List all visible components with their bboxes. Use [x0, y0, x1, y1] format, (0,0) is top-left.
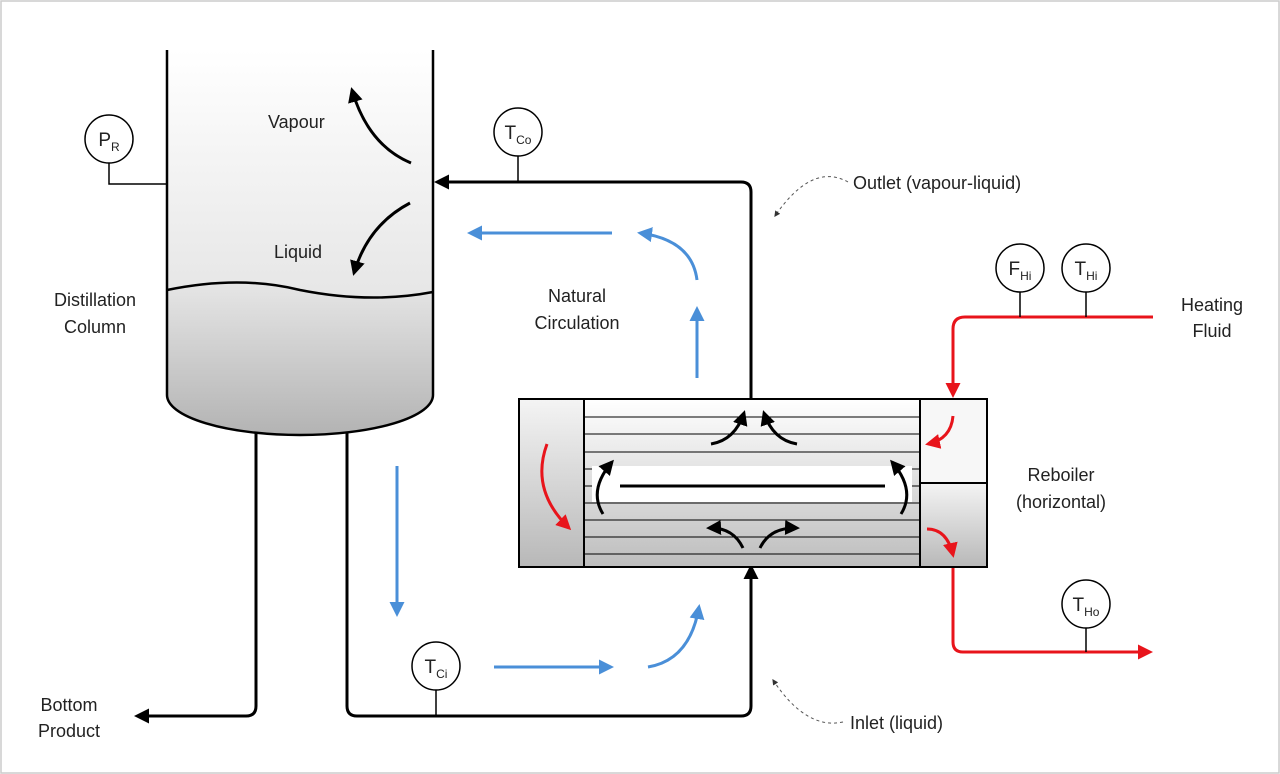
pr-tie-line [108, 160, 167, 185]
heating-fluid-outlet-line [951, 567, 1153, 660]
internal-top-right-arrow [760, 410, 798, 446]
outlet-label: Outlet (vapour-liquid) [853, 173, 1021, 193]
blue-curve-left-arrow [637, 227, 699, 281]
natural-circulation-label-line2: Circulation [534, 313, 619, 333]
svg-text:PR: PR [98, 130, 120, 154]
instrument-tci: TCi [411, 641, 461, 691]
column-upper-body [167, 50, 433, 298]
internal-right-loop-arrow [890, 459, 909, 515]
column-shell [165, 50, 435, 437]
internal-left-loop-arrow [595, 459, 614, 515]
liquid-level-line [166, 281, 434, 299]
bottom-product-line [134, 433, 258, 724]
natural-circulation-arrows [389, 225, 705, 675]
red-right-head-bottom-arrow [926, 527, 958, 558]
heating-fluid-label-line2: Fluid [1192, 321, 1231, 341]
internal-top-left-arrow [710, 410, 748, 446]
reboiler-outlet-line [434, 174, 753, 399]
reboiler-label-line2: (horizontal) [1016, 492, 1106, 512]
red-left-head-arrow [540, 443, 572, 531]
blue-curve-up-arrow [647, 604, 705, 669]
reboiler-left-head [518, 398, 585, 568]
heating-fluid-inlet-line [945, 315, 1153, 398]
instrument-tho: THo [1061, 579, 1111, 629]
svg-text:THi: THi [1075, 259, 1098, 283]
instrument-pr: PR [84, 114, 134, 164]
svg-text:FHi: FHi [1009, 259, 1032, 283]
red-right-head-top-arrow [925, 415, 955, 449]
reboiler-inlet-line [345, 433, 759, 718]
instrument-thi: THi [1061, 243, 1111, 293]
outlet-callout-leader [774, 176, 849, 217]
reboiler-label-line1: Reboiler [1027, 465, 1094, 485]
svg-text:TCo: TCo [505, 123, 532, 147]
column-label-line1: Distillation [54, 290, 136, 310]
liquid-arrow [350, 201, 411, 276]
instrument-tco: TCo [493, 107, 543, 157]
natural-circulation-label-line1: Natural [548, 286, 606, 306]
tube-clear-band [592, 466, 912, 502]
column-liquid-region [167, 282, 433, 435]
svg-text:TCi: TCi [425, 657, 448, 681]
inlet-callout-leader [772, 678, 844, 724]
reboiler-right-head-top [919, 398, 988, 484]
heating-fluid-label-line1: Heating [1181, 295, 1243, 315]
vapour-arrow [348, 87, 412, 165]
instrument-fhi: FHi [995, 243, 1045, 293]
inlet-label: Inlet (liquid) [850, 713, 943, 733]
distillation-column [165, 50, 435, 437]
bottom-product-label-line1: Bottom [40, 695, 97, 715]
vapour-label: Vapour [268, 112, 325, 132]
internal-bottom-right-arrow [758, 520, 800, 549]
liquid-label: Liquid [274, 242, 322, 262]
bottom-product-label-line2: Product [38, 721, 100, 741]
svg-text:THo: THo [1073, 595, 1100, 619]
column-label-line2: Column [64, 317, 126, 337]
reboiler-exchanger [518, 398, 988, 568]
internal-bottom-left-arrow [706, 520, 745, 549]
